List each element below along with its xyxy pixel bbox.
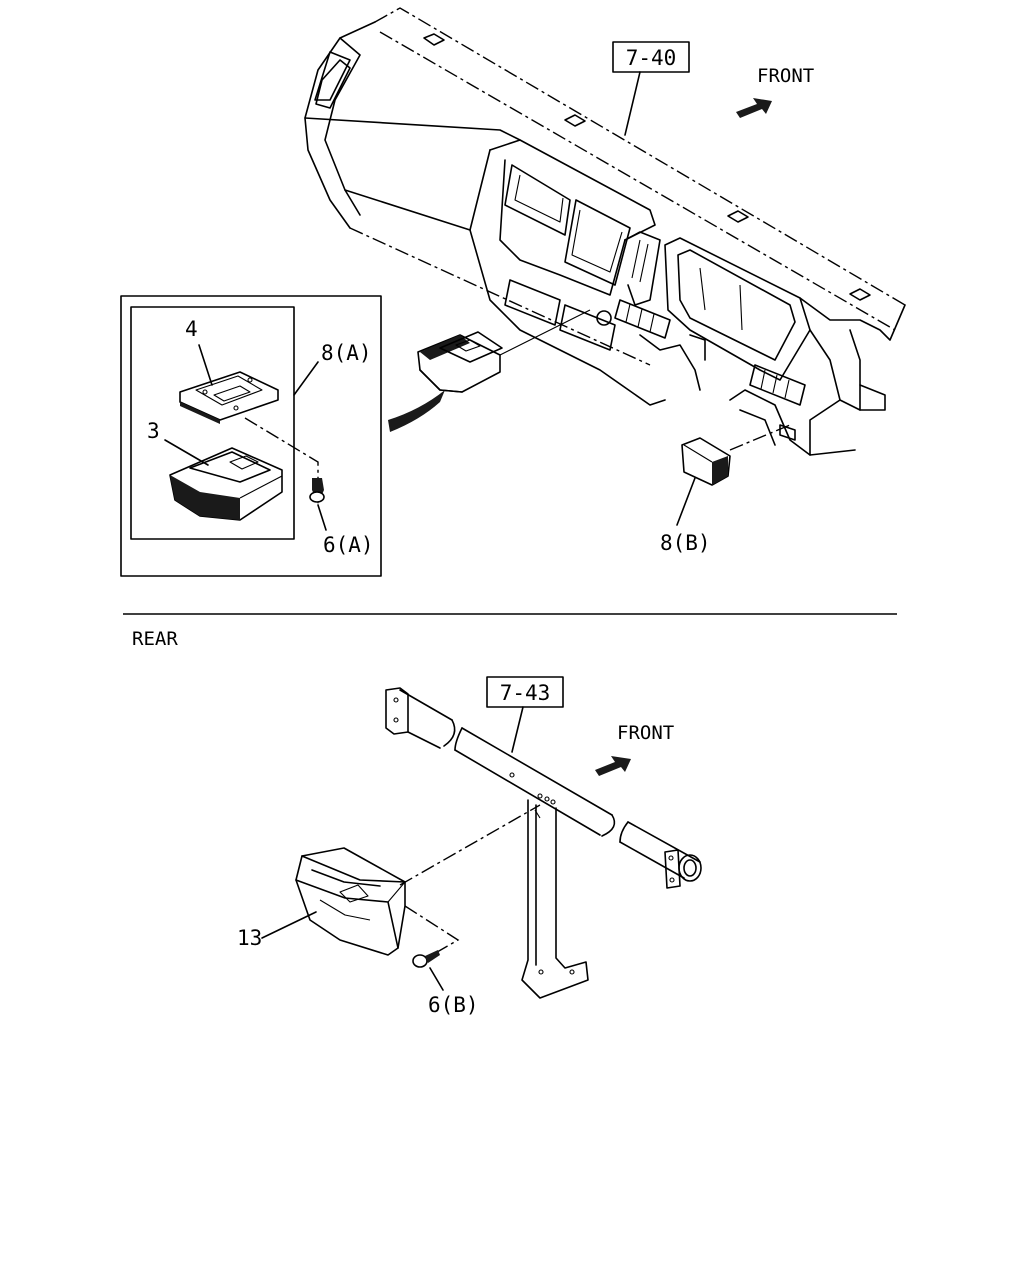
part-6a-leader	[317, 504, 327, 531]
front-direction-label: FRONT	[757, 65, 814, 87]
inset-pointer-icon	[388, 390, 445, 432]
part-4-plate	[179, 371, 279, 424]
part-4-leader	[198, 344, 213, 386]
part-8b-label: 8(B)	[660, 531, 711, 555]
part-8b-leader	[676, 477, 696, 526]
front-arrow-icon	[736, 98, 772, 118]
dashboard-assembly	[304, 7, 906, 456]
part-6b-label: 6(B)	[428, 993, 479, 1017]
ref-box-7-43[interactable]: 7-43	[486, 676, 564, 708]
part-4-label: 4	[185, 317, 198, 341]
ashtray-installed	[417, 331, 503, 393]
ref-leader-7-43	[511, 706, 524, 753]
part-13-guide-line	[399, 804, 541, 886]
ashtray-leader-line	[499, 309, 591, 356]
part-6a-screw	[309, 478, 325, 504]
part-13-ashtray	[295, 847, 406, 956]
ref-box-7-40[interactable]: 7-40	[612, 41, 690, 73]
part-6a-guide-line	[244, 417, 319, 478]
part-6a-label: 6(A)	[323, 533, 374, 557]
part-3-label: 3	[147, 419, 160, 443]
part-8a-label: 8(A)	[321, 341, 372, 365]
rear-front-arrow-icon	[595, 756, 631, 776]
part-3-leader	[164, 439, 209, 466]
detail-inset: 4 3 8(A) 6(A)	[120, 295, 382, 577]
part-6b-screw	[412, 950, 440, 968]
part-6b-leader	[429, 967, 444, 991]
cross-member-pipe	[385, 687, 702, 889]
ref-box-7-40-label: 7-40	[626, 46, 677, 70]
rear-section-label: REAR	[132, 628, 178, 650]
rear-front-direction-label: FRONT	[617, 722, 674, 744]
ref-box-7-43-label: 7-43	[500, 681, 551, 705]
part-13-label: 13	[237, 926, 262, 950]
part-8b-ashtray	[681, 437, 731, 486]
part-3-ashbox	[169, 447, 283, 521]
vertical-stay	[521, 799, 589, 999]
part-13-leader	[261, 911, 317, 939]
part-8a-leader	[293, 361, 319, 396]
ref-leader-7-40	[624, 71, 641, 136]
part-8b-guide-line	[729, 424, 791, 451]
part-6b-guide-line	[404, 905, 460, 956]
